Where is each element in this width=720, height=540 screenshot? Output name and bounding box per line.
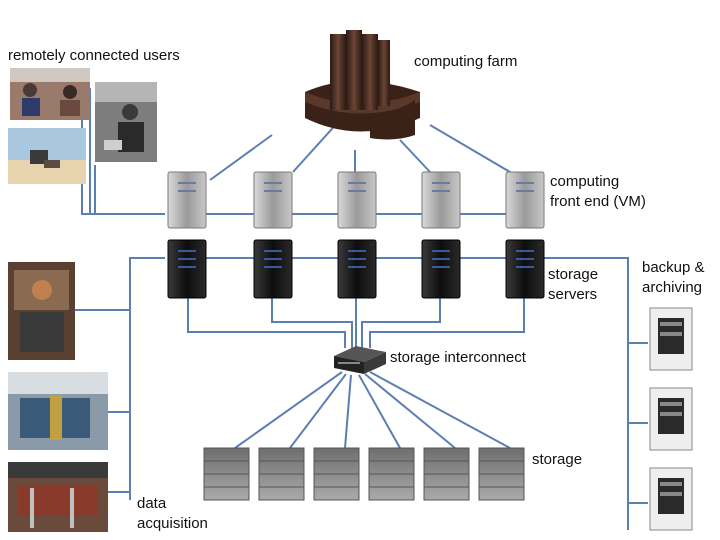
front-end-label-line1: computing [550, 173, 620, 190]
front-end-label-line2: front end (VM) [550, 193, 646, 210]
storage-servers-label-line1: storage [548, 266, 599, 283]
backup-units [649, 307, 693, 531]
storage-server-icon [505, 239, 545, 299]
storage-unit-icon [478, 447, 525, 501]
remote-user-photo [8, 128, 86, 184]
front-end-server-icon [421, 171, 461, 229]
storage-server-icon [421, 239, 461, 299]
computing-farm-label: computing farm [414, 53, 518, 70]
data-acquisition-label-line2: acquisition [137, 515, 208, 532]
backup-label-line1: backup & [642, 259, 705, 276]
daq-photo [8, 372, 108, 450]
daq-photo [8, 262, 75, 360]
remote-users-label: remotely connected users [8, 47, 180, 64]
backup-unit-icon [649, 307, 693, 371]
remote-user-photo [95, 82, 157, 162]
front-end-servers [167, 171, 545, 229]
storage-interconnect-label: storage interconnect [390, 349, 526, 366]
backup-unit-icon [649, 467, 693, 531]
storage-unit-icon [368, 447, 415, 501]
data-acquisition-label-line1: data [137, 495, 167, 512]
front-end-server-icon [167, 171, 207, 229]
connection-lines [75, 70, 648, 530]
storage-servers-label-line2: servers [548, 286, 598, 303]
storage-unit-icon [423, 447, 470, 501]
storage-unit-icon [203, 447, 250, 501]
storage-unit-icon [258, 447, 305, 501]
front-end-server-icon [253, 171, 293, 229]
storage-label: storage [532, 451, 583, 468]
front-end-server-icon [505, 171, 545, 229]
storage-server-icon [253, 239, 293, 299]
storage-interconnect-icon [334, 346, 386, 374]
storage-servers [167, 239, 545, 299]
backup-unit-icon [649, 387, 693, 451]
computing-farm-icon [305, 30, 420, 140]
remote-users-photos [8, 68, 157, 184]
storage-server-icon [167, 239, 207, 299]
front-end-server-icon [337, 171, 377, 229]
data-acquisition-photos [8, 262, 108, 532]
storage-unit-icon [313, 447, 360, 501]
remote-user-photo [10, 68, 90, 120]
storage-server-icon [337, 239, 377, 299]
backup-label-line2: archiving [642, 279, 703, 296]
daq-photo [8, 462, 108, 532]
storage-units [203, 447, 525, 501]
